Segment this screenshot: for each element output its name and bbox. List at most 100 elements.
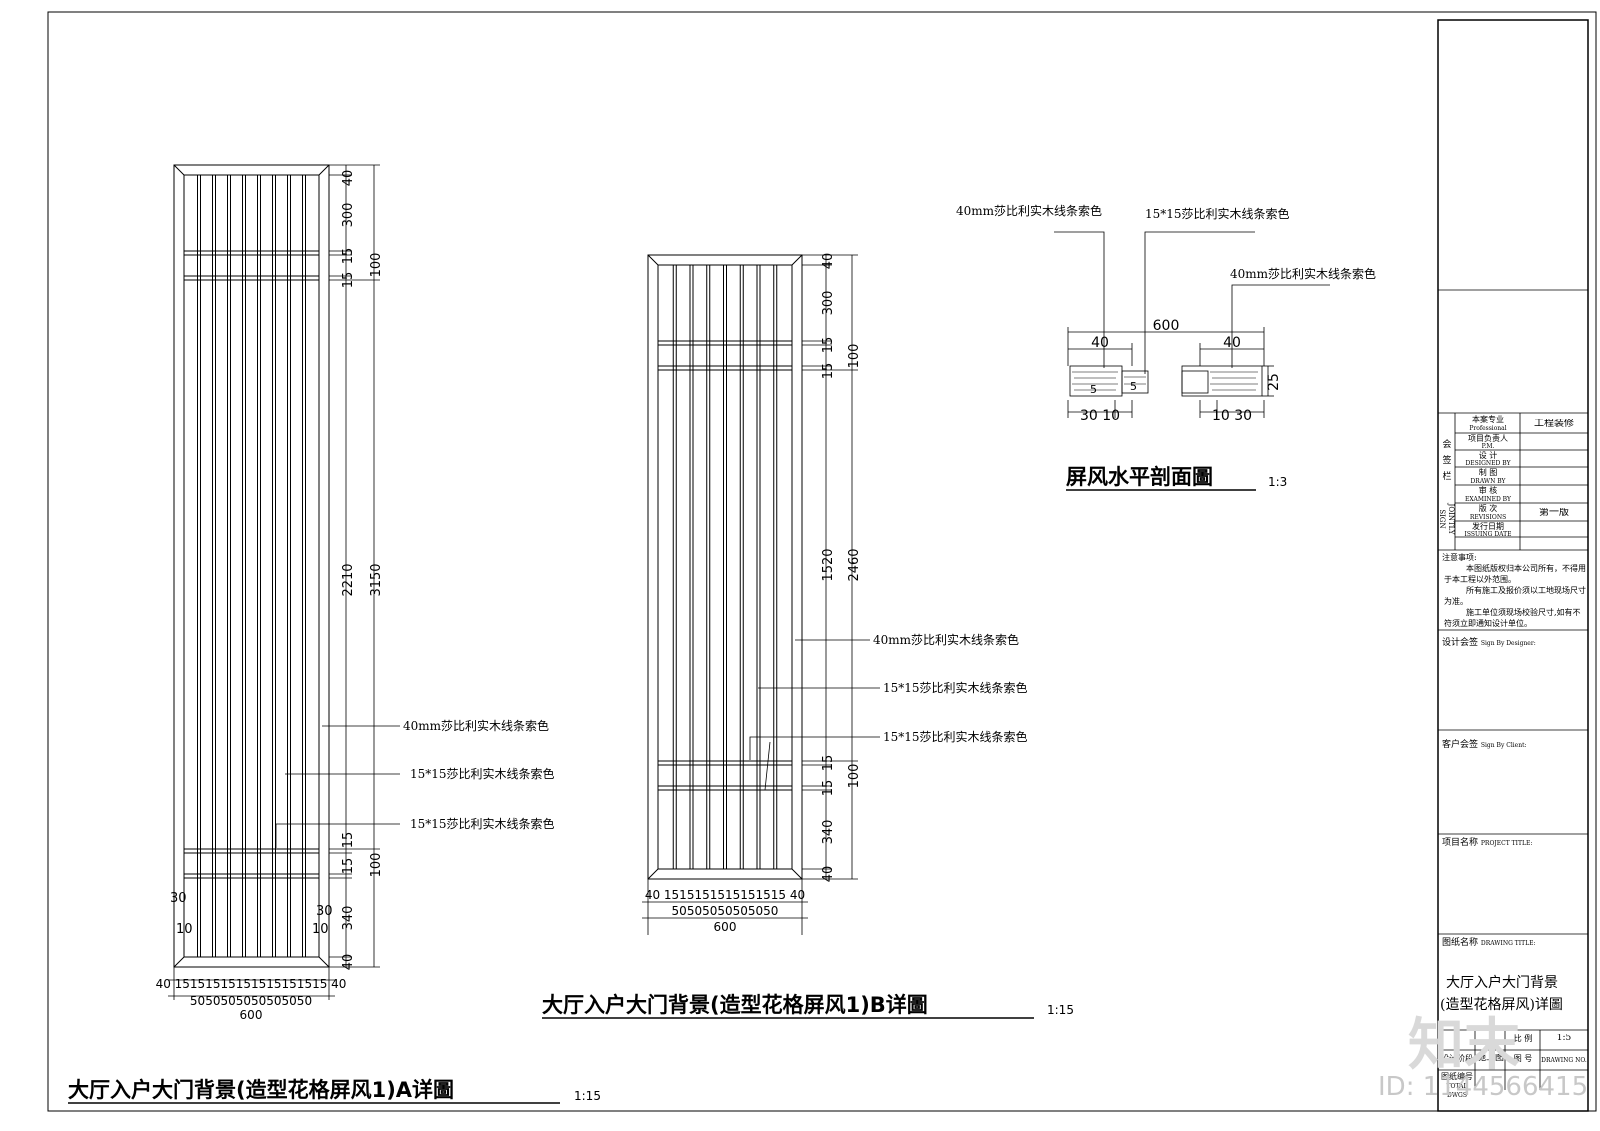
a-dim-15a: 15 [341,248,356,265]
b-callout-2: 15*15莎比利实木线条索色 [883,680,1028,695]
a-dim-right-30: 30 [316,904,333,919]
note-line-5: 符须立即通知设计单位。 [1444,619,1532,628]
section-dim-5b: 5 [1130,380,1137,393]
a-dim-2210: 2210 [341,563,356,596]
tb-row-4-cn: 审 核 [1478,486,1498,495]
a-title: 大厅入户大门背景(造型花格屏风1)A详圖 [68,1078,454,1102]
b-dim-40-top: 40 [821,253,836,270]
watermark-logo: 知末 [1408,1013,1520,1078]
a-callout-2: 15*15莎比利实木线条索色 [410,766,555,781]
section-dim-40-right: 40 [1223,335,1241,351]
b-title: 大厅入户大门背景(造型花格屏风1)B详圖 [542,993,928,1017]
b-dim-100-top: 100 [847,344,862,369]
section-dim-600: 600 [1153,318,1180,334]
tb-row-5-val: 第一版 [1539,508,1569,517]
b-dim-bottom-mid: 50505050505050 [672,904,779,918]
a-dim-bottom-mid: 5050505050505050 [190,994,312,1008]
a-dim-15b: 15 [341,272,356,289]
tb-row-0-en: Professional [1469,425,1507,432]
elevation-b [647,254,803,880]
a-dim-40-top: 40 [341,170,356,187]
elevation-a [173,164,330,968]
note-line-0: 本图纸版权归本公司所有，不得用 [1466,564,1586,573]
a-dim-15d: 15 [341,858,356,875]
b-dim-40-bottom: 40 [821,866,836,883]
section-drawing [1054,231,1330,418]
stage-label: 设计阶段 [1441,1054,1473,1063]
b-dim-bottom-top: 40 1515151515151515 40 [645,888,805,902]
b-dim-1520: 1520 [821,548,836,581]
a-callout-1: 40mm莎比利实木线条索色 [403,718,549,733]
tb-row-3-en: DRAWN BY [1470,478,1506,485]
section-dim-25: 25 [1266,373,1282,391]
section-title: 屏风水平剖面圖 [1066,465,1213,489]
b-dim-15b: 15 [821,363,836,380]
b-dim-bottom-total: 600 [714,920,737,934]
title-block-frame [1437,19,1589,1112]
b-dim-15a: 15 [821,337,836,354]
a-dim-15c: 15 [341,832,356,849]
b-dim-2460: 2460 [847,548,862,581]
section-callout-3: 40mm莎比利实木线条索色 [1230,266,1376,281]
tb-row-6-en: ISSUING DATE [1464,531,1512,538]
note-line-4: 施工单位须现场校验尺寸,如有不 [1466,608,1581,617]
a-dim-340: 340 [341,906,356,931]
scale-value: 1:5 [1556,1034,1572,1043]
tb-row-3-cn: 制 图 [1478,468,1498,477]
section-callout-1: 40mm莎比利实木线条索色 [956,203,1102,218]
note-line-3: 为准。 [1444,597,1468,606]
drawing-title-label: 图纸名称 DRAWING TITLE: [1442,938,1536,948]
section-scale: 1:3 [1268,475,1287,489]
a-dim-300: 300 [341,203,356,228]
tb-row-4-en: EXAMINED BY [1465,496,1511,503]
tb-row-5-cn: 版 次 [1478,504,1498,513]
watermark-id: ID: 1144566415 [1378,1072,1589,1102]
tb-row-0-val: 工程装修 [1534,419,1574,428]
a-callout-3: 15*15莎比利实木线条索色 [410,816,555,831]
a-dim-100-bottom: 100 [369,853,384,878]
drawing-name-line2: (造型花格屏风)详圖 [1440,997,1563,1013]
b-callout-3: 15*15莎比利实木线条索色 [883,729,1028,744]
a-callouts [275,725,400,848]
section-dim-5a: 5 [1090,383,1097,396]
section-callout-2: 15*15莎比利实木线条索色 [1145,206,1290,221]
drawing-no-label: 图 号 [1513,1054,1533,1063]
a-dim-bottom-total: 600 [240,1008,263,1022]
a-scale: 1:15 [574,1089,601,1103]
designer-sign-label: 设计会签 Sign By Designer: [1442,638,1536,648]
total-en: TOTAL DWGS [1446,1083,1468,1099]
a-dim-left-30: 30 [170,891,187,906]
b-scale: 1:15 [1047,1003,1074,1017]
note-line-2: 所有施工及报价须以工地现场尺寸 [1466,586,1586,595]
client-sign-label: 客户会签 Sign By Client: [1442,740,1527,750]
scale-label: 比 例 [1513,1034,1533,1043]
a-dim-right-10: 10 [312,922,329,937]
sheet-border [47,11,1597,1112]
tb-row-1-cn: 项目负责人 [1468,434,1508,443]
tb-row-0-cn: 本案专业 [1472,415,1504,424]
drawing-name-line1: 大厅入户大门背景 [1446,975,1558,991]
notes-title: 注意事项: [1442,553,1477,562]
total-label: 图纸编号 [1441,1072,1473,1081]
tb-row-5-en: REVISIONS [1469,514,1507,521]
drawing-no-en: DRAWING NO. [1541,1057,1587,1064]
a-dim-3150: 3150 [369,563,384,596]
b-callouts [749,639,880,791]
section-dim-40-left: 40 [1091,335,1109,351]
b-dim-100-bottom: 100 [847,764,862,789]
section-dim-bottom-right: 10 30 [1212,408,1252,424]
note-line-1: 于本工程以外范围。 [1444,575,1516,584]
section-dim-bottom-left: 30 10 [1080,408,1120,424]
tb-row-1-en: P.M. [1481,443,1495,450]
b-dim-340: 340 [821,820,836,845]
a-dim-40-bottom: 40 [341,954,356,971]
elevation-a-dims [168,164,380,1000]
a-dim-bottom-top: 40 15151515151515151515 40 [156,977,347,991]
b-dim-15c: 15 [821,755,836,772]
tb-row-6-cn: 发行日期 [1472,522,1504,531]
title-block-grid [1438,289,1588,1090]
project-title-label: 项目名称 PROJECT TITLE: [1442,838,1533,848]
b-callout-1: 40mm莎比利实木线条索色 [873,632,1019,647]
b-dim-15d: 15 [821,780,836,797]
stage-value: 施工图 [1476,1054,1504,1063]
